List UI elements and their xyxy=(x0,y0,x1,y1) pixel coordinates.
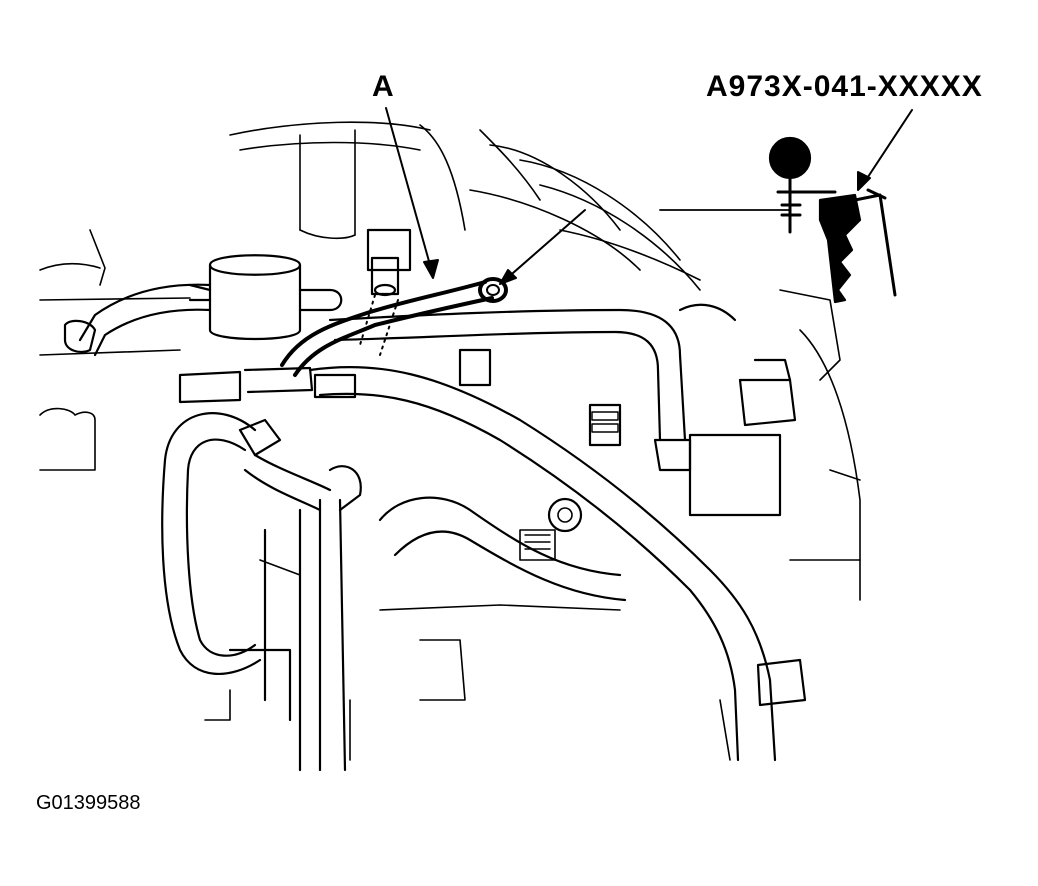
lower-middle-hose xyxy=(378,496,627,602)
left-loop-hose xyxy=(161,412,332,676)
bracket-left xyxy=(178,366,357,404)
left-hose xyxy=(63,283,212,357)
callout-tool-leader xyxy=(857,109,913,191)
background-engine-outlines xyxy=(39,121,861,761)
dotted-guide-lines xyxy=(359,294,399,356)
right-connector-blocks xyxy=(458,348,797,533)
connector-tube-a xyxy=(280,277,508,377)
callout-label-tool-number: A973X-041-XXXXX xyxy=(706,70,983,103)
figure-id: G01399588 xyxy=(36,792,141,814)
vacuum-pump-tool xyxy=(659,136,897,304)
callout-a-leader xyxy=(385,107,586,285)
canister xyxy=(188,254,343,341)
vertical-frame xyxy=(228,465,362,772)
callout-label-a: A xyxy=(372,70,395,103)
diagonal-hose xyxy=(308,365,807,762)
vent-stub xyxy=(366,228,412,297)
main-upper-hose xyxy=(328,303,737,442)
